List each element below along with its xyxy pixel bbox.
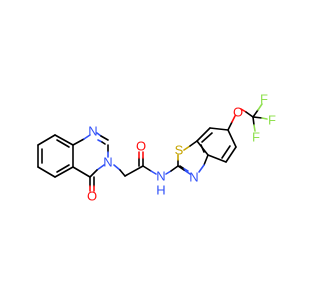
atom-label-f1: F (260, 92, 268, 107)
atom-label-f2: F (268, 113, 276, 128)
acetamide-linker (113, 151, 179, 177)
benzene-ring (37, 134, 74, 178)
trifluoromethoxy-group (227, 103, 268, 132)
atom-label-f3: F (252, 130, 260, 145)
atom-label-n-benzothiazole: N (189, 170, 198, 185)
atom-label-h-amide: H (156, 183, 165, 198)
atom-label-o-amide: O (136, 139, 146, 154)
atom-label-n1: N (88, 124, 97, 139)
atom-labels: N N O O N H S N O F F F (87, 92, 276, 204)
atom-label-n3: N (103, 155, 112, 170)
atom-label-o-ether: O (233, 105, 243, 120)
molecule-drawing: N N O O N H S N O F F F (37, 92, 276, 204)
benzothiazole-benzene-ring (196, 127, 237, 163)
pyrimidinone-ring (72, 132, 109, 192)
atom-label-s: S (175, 143, 184, 158)
atom-label-o-carbonyl: O (87, 189, 97, 204)
atom-label-n-amide: N (156, 169, 165, 184)
structure-canvas: N N O O N H S N O F F F (37, 92, 276, 204)
